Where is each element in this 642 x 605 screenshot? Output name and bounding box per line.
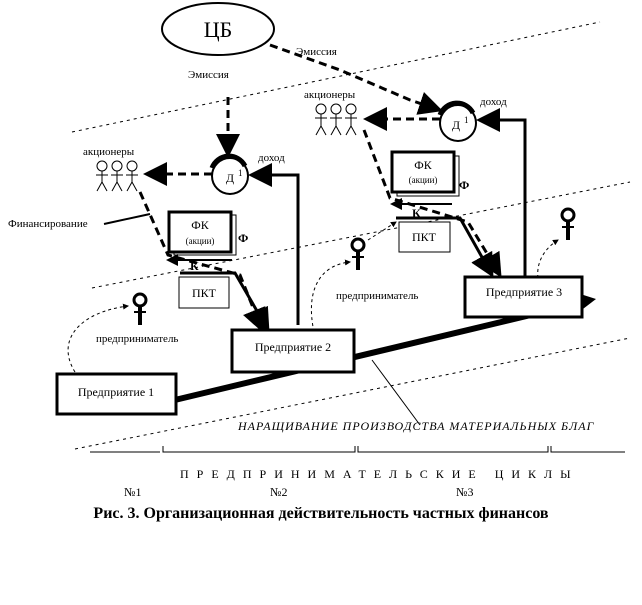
central-bank-label: ЦБ xyxy=(204,17,233,42)
k-label-2: К xyxy=(412,206,421,220)
entrepreneur-label-1: предприниматель xyxy=(96,333,178,345)
central-bank-ellipse xyxy=(161,2,275,56)
enterprise-box-2 xyxy=(230,328,356,374)
entrepreneur-flow-2 xyxy=(310,259,351,333)
cycle-2-label: №2 xyxy=(270,485,287,499)
financing-flow-2 xyxy=(362,129,502,278)
entrepreneur-flow-3 xyxy=(537,239,559,279)
shareholders-group-2 xyxy=(315,103,357,136)
entrepreneur-figure-1 xyxy=(132,292,148,325)
enterprise-box-3-label: Предприятие 3 xyxy=(486,285,562,299)
phi-label-2: Ф xyxy=(459,178,469,192)
fk-box-2-sub: (акции) xyxy=(409,175,438,185)
enterprise-box-2-label: Предприятие 2 xyxy=(255,340,331,354)
shareholders-label-1: акционеры xyxy=(83,146,135,158)
income-flow-1 xyxy=(248,163,300,325)
background-guide-lines xyxy=(71,21,631,450)
process-flow-2 xyxy=(396,216,494,278)
fk-box-1 xyxy=(167,210,233,254)
process-flow-1 xyxy=(180,271,270,333)
figure-caption: Рис. 3. Организационная действительность… xyxy=(93,505,549,522)
cycle-3-label: №3 xyxy=(456,485,473,499)
fk-box-1-title: ФК xyxy=(191,218,209,232)
cycle-1-label: №1 xyxy=(124,485,141,499)
financing-label: Финансирование xyxy=(8,218,88,230)
dividend-node-2: Д 1 xyxy=(437,100,477,142)
k-label-1: К xyxy=(190,259,199,273)
pkt-box-1-label: ПКТ xyxy=(192,286,217,300)
fk-box-1-sub: (акции) xyxy=(186,236,215,246)
enterprise-box-1-label: Предприятие 1 xyxy=(78,385,154,399)
pkt-box-2-label: ПКТ xyxy=(412,230,437,244)
dividend-label-1: Д xyxy=(226,171,234,185)
cycle-brackets xyxy=(90,446,625,453)
growth-label: НАРАЩИВАНИЕ ПРОИЗВОДСТВА МАТЕРИАЛЬНЫХ БЛ… xyxy=(237,419,595,433)
phi-label-1: Ф xyxy=(238,231,248,245)
dividend-sup-1: 1 xyxy=(238,168,243,178)
entrepreneur-label-2: предприниматель xyxy=(336,290,418,302)
pkt-box-1 xyxy=(178,276,230,309)
shareholders-label-2: акционеры xyxy=(304,89,356,101)
enterprise-box-1 xyxy=(55,372,178,416)
enterprise-box-3 xyxy=(463,275,584,319)
financing-pointer xyxy=(103,213,151,225)
dividend-sup-2: 1 xyxy=(464,115,469,125)
entrepreneur-figure-3 xyxy=(560,207,576,240)
fk-box-2-title: ФК xyxy=(414,158,432,172)
fk-box-2 xyxy=(390,150,456,194)
growth-arrow xyxy=(132,299,586,413)
dividend-node-1: Д 1 xyxy=(209,153,249,195)
income-label-2: доход xyxy=(480,96,507,108)
entrepreneur-figure-2 xyxy=(350,237,366,270)
dividend-label-2: Д xyxy=(452,118,460,132)
shareholders-group-1 xyxy=(96,160,138,192)
pkt-box-2 xyxy=(398,221,451,253)
growth-label-pointer xyxy=(371,359,421,426)
emission-label-left: Эмиссия xyxy=(188,69,229,81)
income-label-1: доход xyxy=(258,152,285,164)
cycles-title: ПРЕДПРИНИМАТЕЛЬСКИЕ ЦИКЛЫ xyxy=(180,467,579,481)
emission-label-right: Эмиссия xyxy=(296,46,337,58)
income-flow-2 xyxy=(476,108,527,278)
